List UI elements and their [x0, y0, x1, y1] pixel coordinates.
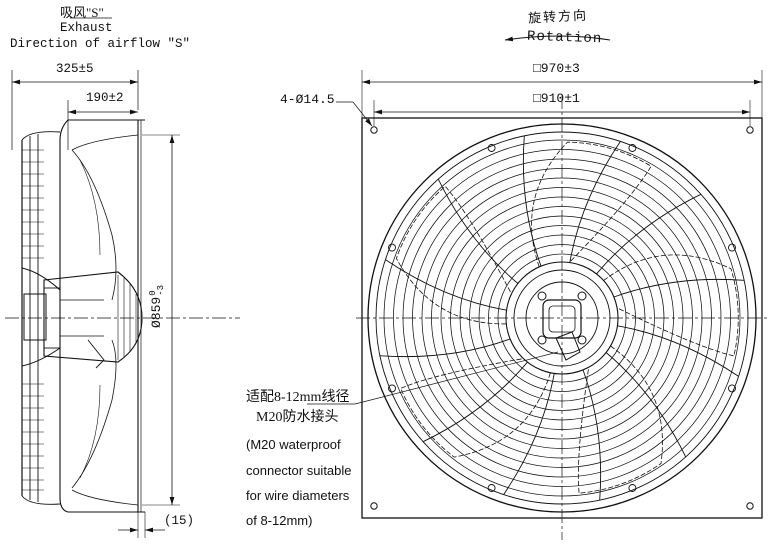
- grille-ring: [459, 215, 665, 421]
- airflow-label-direction: Direction of airflow "S": [10, 37, 191, 51]
- grille-spoke: [437, 178, 519, 284]
- grille-spoke: [522, 135, 542, 267]
- grille-ring: [497, 253, 627, 383]
- grille-ring: [450, 206, 674, 430]
- frame-outer-dimension: □970±3: [533, 61, 580, 76]
- mounting-holes-callout: 4-Ø14.5: [280, 92, 335, 107]
- grille-spoke: [503, 373, 555, 495]
- airflow-label-exhaust: Exhaust: [60, 21, 113, 35]
- fan-blade: [603, 254, 739, 357]
- grille-bolt: [487, 144, 496, 152]
- connector-note-en-4: of 8-12mm): [246, 513, 313, 528]
- fan-blade: [577, 345, 663, 494]
- grille-spoke: [569, 141, 621, 263]
- diameter-value: Ø859: [149, 296, 164, 328]
- grille-ring: [402, 158, 722, 478]
- grille-spoke: [617, 325, 739, 377]
- connector-note-en-1: (M20 waterproof: [246, 437, 341, 452]
- rotation-label-cn: 旋转方向: [527, 7, 589, 26]
- fan-blade: [531, 141, 652, 267]
- grille-spoke: [422, 361, 528, 443]
- diameter-tol-lower: -3: [156, 284, 166, 296]
- depth-frame-dimension: 190±2: [86, 91, 124, 105]
- grille-spoke: [596, 193, 702, 275]
- grille-spoke: [613, 278, 745, 298]
- fan-blade: [395, 185, 512, 325]
- connector-note-en-2: connector suitable: [246, 463, 352, 478]
- grille-ring: [421, 177, 703, 459]
- grille-ring: [469, 225, 655, 411]
- grille-ring: [431, 187, 693, 449]
- connector-note-en-3: for wire diameters: [246, 488, 350, 503]
- grille-bolt: [388, 384, 396, 393]
- grille-ring: [393, 149, 731, 487]
- front-view: [307, 35, 770, 540]
- depth-overall-dimension: 325±5: [56, 62, 94, 76]
- grille-ring: [412, 168, 712, 468]
- hole-pitch-dimension: □910±1: [533, 91, 580, 106]
- grille-spoke: [385, 259, 507, 311]
- fan-blade: [400, 358, 551, 458]
- grille-spoke: [605, 352, 687, 458]
- grille-ring: [440, 196, 684, 440]
- airflow-label-cn: 吸风"S": [60, 5, 104, 20]
- grille-ring: [488, 244, 636, 392]
- connector-note-cn-1: 适配8-12mm线径: [246, 390, 350, 405]
- grille-bolt: [728, 384, 736, 393]
- grille-ring: [478, 234, 646, 402]
- flange-thickness-dimension: (15): [164, 514, 195, 528]
- grille-bolt: [628, 144, 637, 152]
- grille-ring: [383, 139, 741, 497]
- grille-bolt: [728, 243, 736, 252]
- grille-bolt: [388, 243, 396, 252]
- grille-spoke: [582, 369, 602, 501]
- side-view: [5, 70, 240, 538]
- rotation-label-en: Rotation: [526, 28, 603, 48]
- connector-note-cn-2: M20防水接头: [256, 410, 339, 425]
- grille-bolt: [487, 484, 496, 492]
- grille-bolt: [628, 484, 637, 492]
- grille-spoke: [379, 338, 511, 358]
